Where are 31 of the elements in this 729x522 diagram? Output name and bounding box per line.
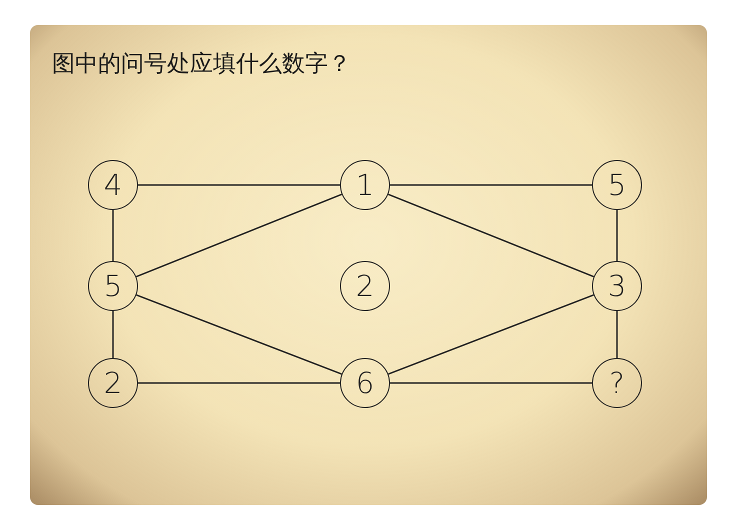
connector-line [138, 184, 340, 186]
number-label: 6 [356, 368, 374, 398]
connector-line [136, 294, 342, 375]
number-label: 2 [356, 272, 374, 300]
number-label: 5 [104, 272, 122, 300]
number-label: 2 [104, 368, 122, 398]
number-label: 5 [608, 170, 626, 200]
number-label: 3 [608, 272, 626, 300]
number-circle [88, 261, 138, 311]
number-circle [592, 160, 642, 210]
connector-line [616, 210, 618, 261]
number-label: 4 [104, 170, 122, 200]
number-circle [340, 358, 390, 408]
connector-line [112, 311, 114, 358]
number-label: 1 [356, 170, 374, 200]
connector-line [388, 294, 594, 375]
connector-line [138, 382, 340, 384]
connector-line [390, 382, 592, 384]
connector-line [136, 194, 342, 278]
question-title: 图中的问号处应填什么数字？ [52, 50, 351, 79]
number-circle [340, 160, 390, 210]
number-circle [592, 261, 642, 311]
number-label: ? [609, 368, 625, 398]
number-circle [88, 160, 138, 210]
connector-line [388, 194, 594, 278]
number-circle [340, 261, 390, 311]
connector-line [616, 311, 618, 358]
number-circle [592, 358, 642, 408]
number-circle [88, 358, 138, 408]
connector-line [112, 210, 114, 261]
connector-line [390, 184, 592, 186]
